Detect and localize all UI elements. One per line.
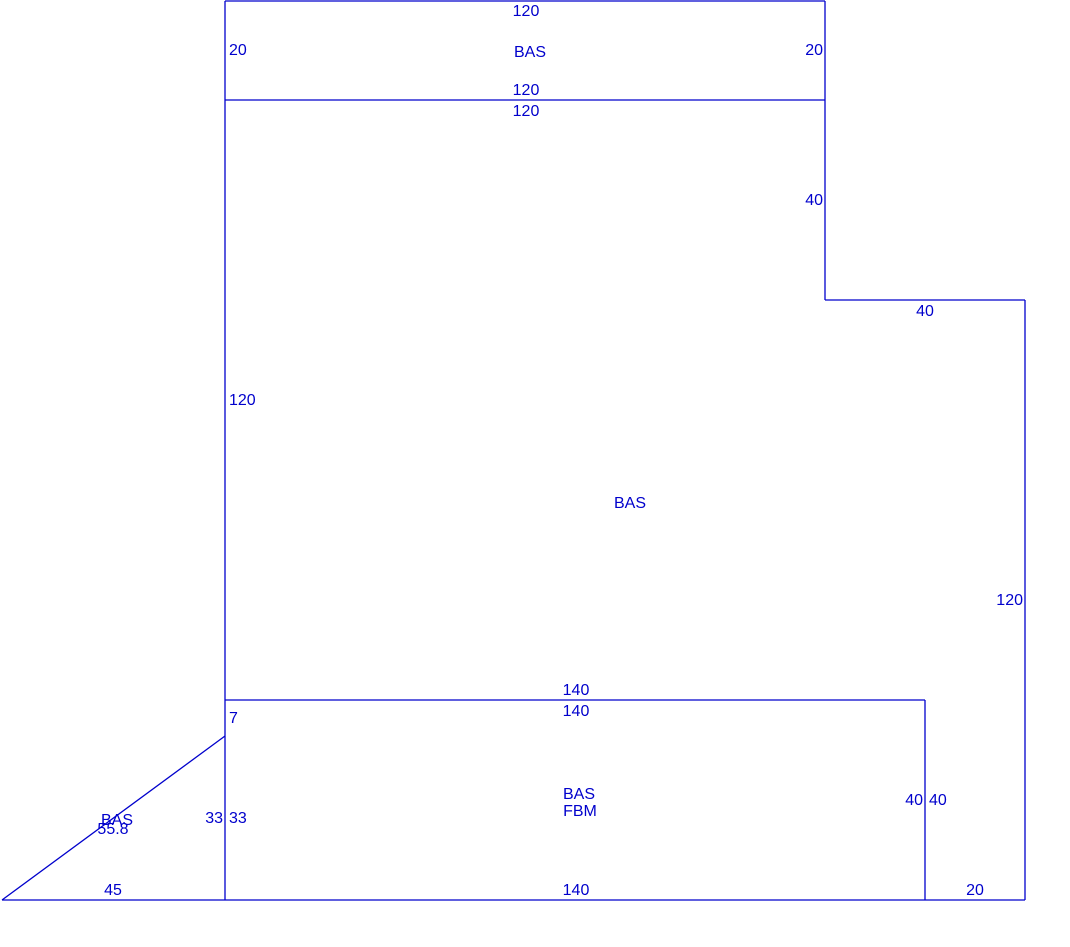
dim-label: 40: [905, 792, 923, 809]
dim-label: 120: [513, 3, 540, 20]
triangle-hypotenuse: [1, 735, 226, 901]
main-area: [224, 100, 1026, 901]
dim-label: 120: [996, 592, 1023, 609]
top-area: [224, 0, 826, 101]
dim-label: 120: [513, 103, 540, 120]
area-label-triangle: BAS: [101, 812, 133, 829]
dim-label: 40: [929, 792, 947, 809]
dim-label: 140: [563, 682, 590, 699]
dim-label: 40: [805, 192, 823, 209]
area-label-bottom-1: BAS: [563, 786, 595, 803]
triangle-area: [1, 735, 226, 901]
dim-label: 140: [563, 703, 590, 720]
dim-label: 40: [916, 303, 934, 320]
dim-label: 140: [563, 882, 590, 899]
dim-label: 33: [229, 810, 247, 827]
bottom-area: [225, 699, 926, 901]
area-label-main: BAS: [614, 495, 646, 512]
dim-label: 7: [229, 710, 238, 727]
area-label-bottom-2: FBM: [563, 803, 597, 820]
dim-label: 20: [966, 882, 984, 899]
dim-label: 20: [229, 42, 247, 59]
dim-label: 55.8: [97, 821, 128, 838]
dim-label: 120: [513, 82, 540, 99]
dim-label: 45: [104, 882, 122, 899]
dim-label: 20: [805, 42, 823, 59]
dim-label: 120: [229, 392, 256, 409]
dim-label: 33: [205, 810, 223, 827]
area-label-top: BAS: [514, 44, 546, 61]
